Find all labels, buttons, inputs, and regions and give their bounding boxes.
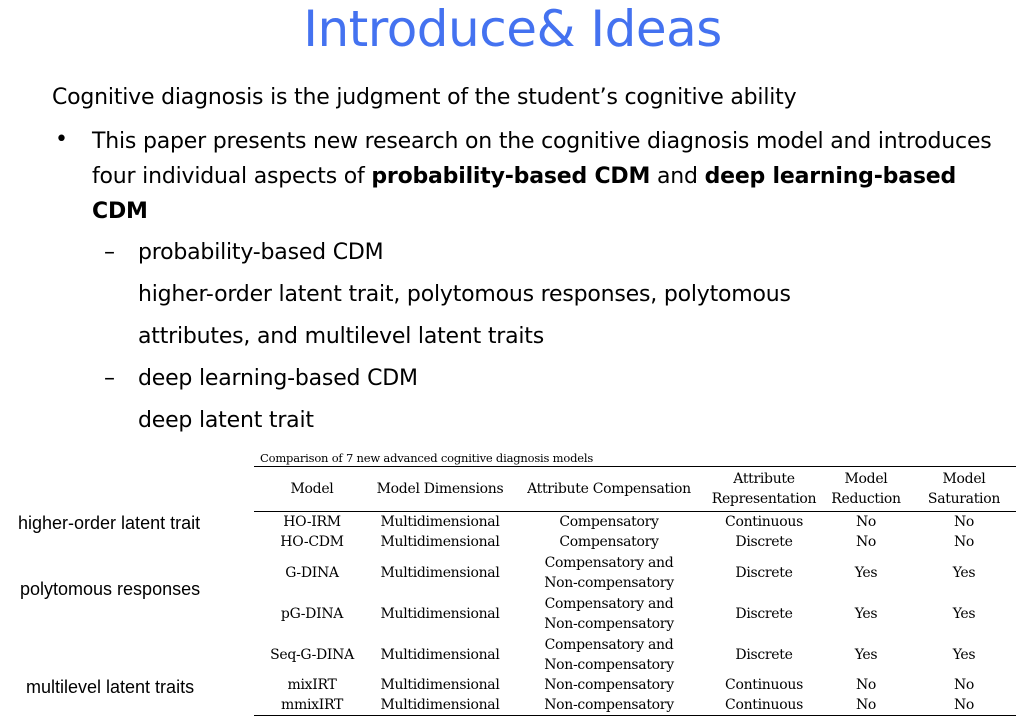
table-cell: mmixIRT [254,695,370,716]
bullet-paragraph: This paper presents new research on the … [92,124,992,229]
table-row: HO-IRM Multidimensional Compensatory Contin… [254,512,1016,533]
table-cell: Multidimensional [370,695,510,716]
side-label-multilevel: multilevel latent traits [26,677,195,697]
table-cell: Yes [952,646,976,663]
table-cell: Multidimensional [380,534,500,550]
table-row: Seq-G-DINA Multidimensional Compensatory a… [254,634,1016,675]
table-cell: Yes [854,646,878,663]
table-cell: Yes [952,564,976,581]
table-cell: Compensatory [559,514,659,530]
bullet-text-a: This paper presents new research on the … [92,129,992,189]
table-cell: No [953,534,975,550]
table-cell: Continuous [708,695,820,716]
table-cell: Multidimensional [380,514,500,530]
table-cell: Yes [952,605,976,622]
bullet-bold-probability: probability-based CDM [371,164,651,189]
bullet-bold-deep-learning: deep learning-based CDM [92,164,957,224]
side-label-polytomous: polytomous responses [20,579,201,599]
lead-statement: Cognitive diagnosis is the judgment of t… [52,85,797,110]
table-cell: Multidimensional [380,646,500,663]
column-header: Attribute Compensation [510,466,708,512]
table-cell: G-DINA [285,564,339,581]
side-label-higher-order: higher-order latent trait [18,513,201,533]
table-cell: No [912,695,1016,716]
table-row: HO-CDM Multidimensional Compensatory Discre… [254,532,1016,552]
bullet-marker: • [55,127,68,152]
table-cell: Non-compensatory [510,695,708,716]
table-cell: No [855,677,877,693]
table-row: mixIRT Multidimensional Non-compensatory Co… [254,675,1016,695]
sub-heading-probability: probability-based CDM [138,240,384,265]
table-cell: Multidimensional [380,564,500,581]
sub-dash-probability: – [104,240,115,265]
table-cell: No [820,695,912,716]
table-cell: No [953,677,975,693]
table-cell: No [953,514,975,530]
table-cell: Continuous [725,514,803,530]
table-cell: HO-CDM [280,534,344,550]
sub-detail-probability-line2: attributes, and multilevel latent traits [138,324,544,349]
sub-heading-deep: deep learning-based CDM [138,366,418,391]
table-cell: Multidimensional [380,677,500,693]
sub-detail-deep-line1: deep latent trait [138,408,314,433]
table-cell: Seq-G-DINA [270,646,354,663]
table-cell: Continuous [725,677,803,693]
sub-detail-probability-line1: higher-order latent trait, polytomous re… [138,282,791,307]
table-cell: Discrete [735,605,793,622]
table-cell: Discrete [735,646,793,663]
table-cell: No [855,514,877,530]
table-cell: Discrete [735,534,793,550]
bullet-text-b: and [650,164,705,189]
table-cell: Yes [854,564,878,581]
table-cell: Discrete [735,564,793,581]
column-header: Model Dimensions [370,466,510,512]
table-cell: HO-IRM [283,514,341,530]
table-cell: Compensatory [559,534,659,550]
table-caption: Comparison of 7 new advanced cognitive d… [260,451,594,465]
table-cell: pG-DINA [280,605,344,622]
slide-title: Introduce& Ideas [303,0,722,58]
column-header: Model [254,466,370,512]
table-cell: mixIRT [287,677,337,693]
sub-dash-deep: – [104,366,115,391]
table-cell: Yes [854,605,878,622]
table-cell: Non-compensatory [544,677,674,693]
table-cell: Multidimensional [380,605,500,622]
table-cell: No [855,534,877,550]
